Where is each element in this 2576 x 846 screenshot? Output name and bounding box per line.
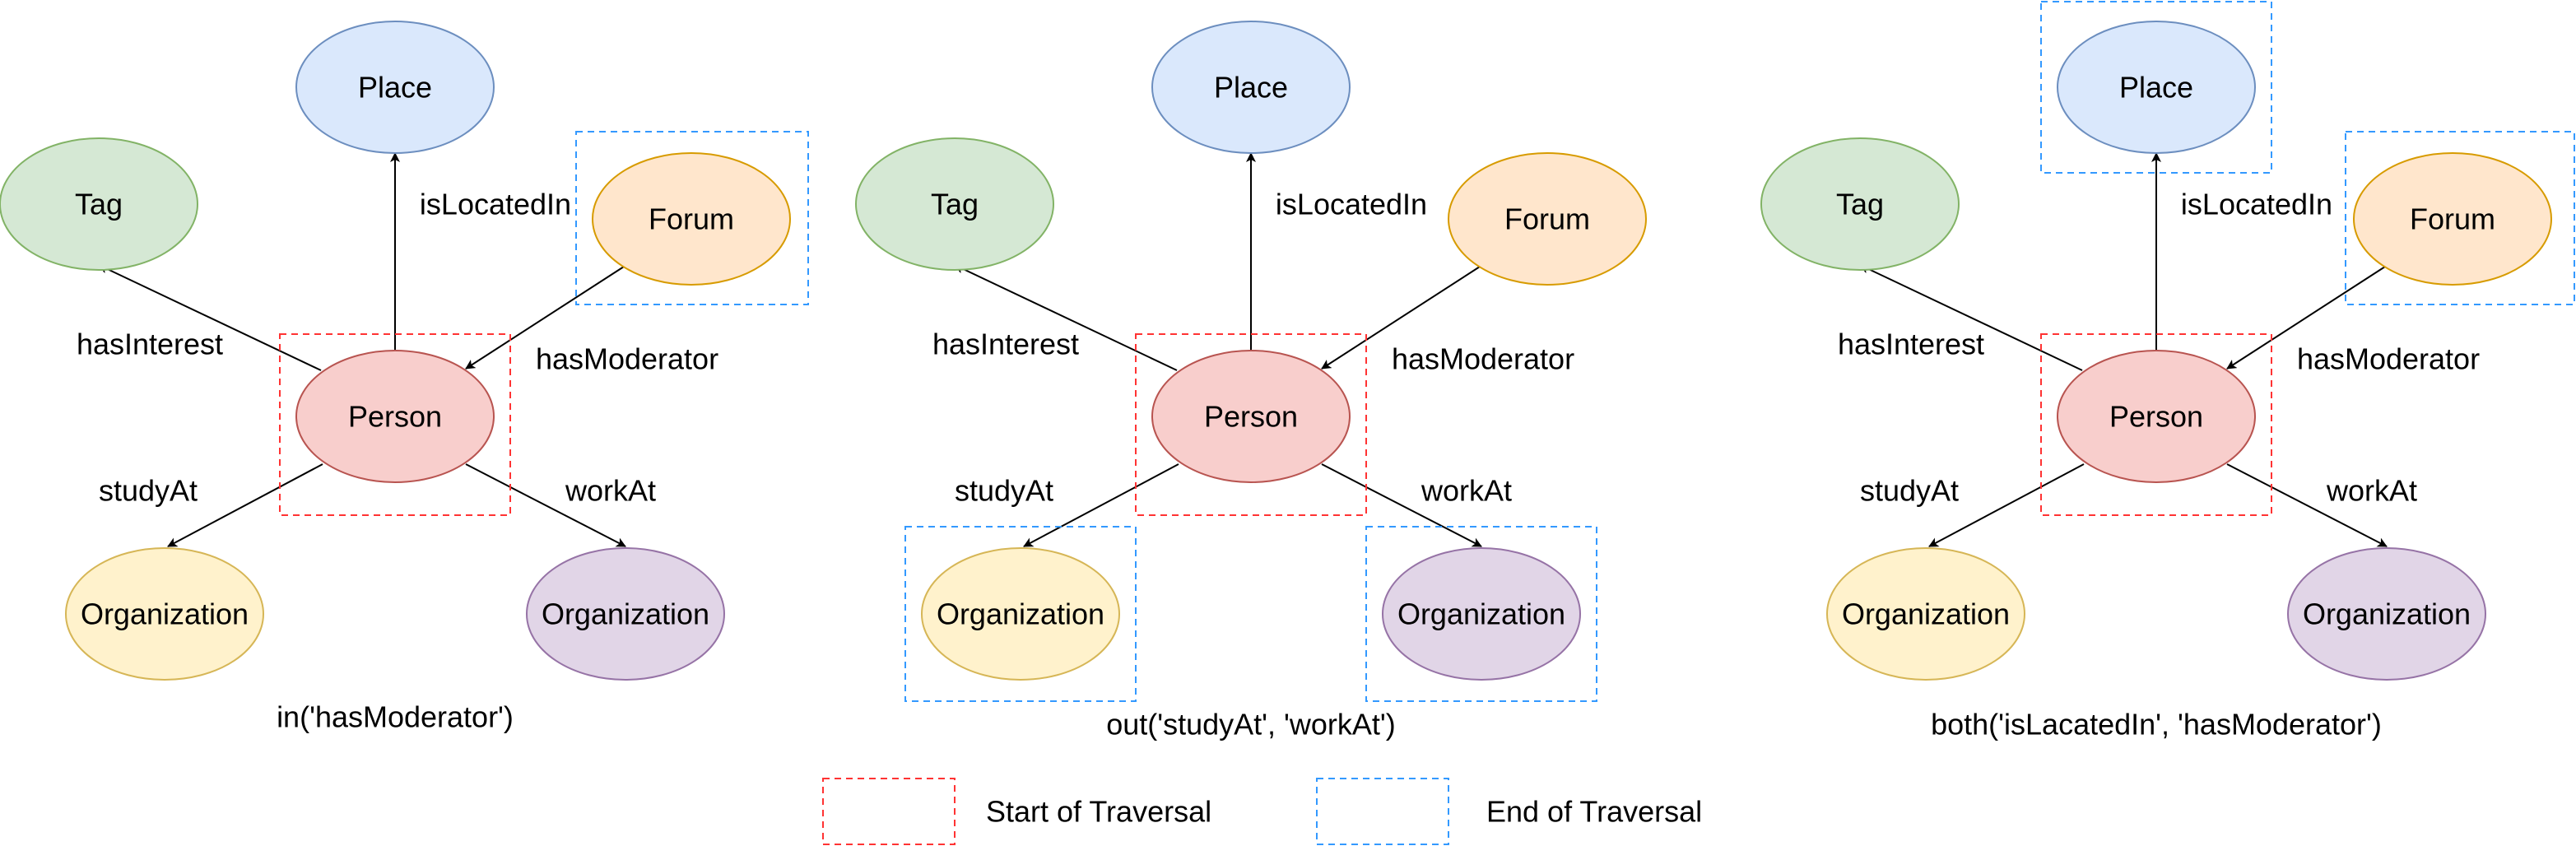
- edge-work-at: [465, 463, 626, 547]
- organization-study-label: Organization: [81, 597, 249, 631]
- has-moderator-label: hasModerator: [1392, 342, 1574, 376]
- panel-1-caption: in('hasModerator'): [277, 700, 514, 734]
- organization-study-label: Organization: [937, 597, 1104, 631]
- forum-label: Forum: [2410, 202, 2495, 236]
- edge-study-at: [1928, 463, 2085, 547]
- edge-study-at: [167, 463, 323, 547]
- forum-node: Forum: [592, 152, 791, 286]
- is-located-in-label: isLocatedIn: [1276, 188, 1427, 221]
- person-label: Person: [2109, 400, 2203, 434]
- panel-2: Tag Place Forum Person Organization Orga…: [855, 21, 1647, 741]
- forum-label: Forum: [649, 202, 734, 236]
- organization-study-label: Organization: [1842, 597, 2010, 631]
- tag-label: Tag: [1836, 188, 1884, 221]
- person-node: Person: [1151, 350, 1351, 483]
- place-label: Place: [358, 71, 432, 105]
- organization-work-label: Organization: [542, 597, 709, 631]
- edge-has-moderator: [465, 266, 625, 370]
- organization-work-label: Organization: [2303, 597, 2471, 631]
- work-at-label: workAt: [565, 474, 656, 508]
- legend-end-swatch: [1316, 778, 1449, 845]
- start-traversal-box: [279, 333, 511, 516]
- edge-has-interest: [954, 264, 1178, 371]
- panel-1: Tag Place Forum Person Organization Orga…: [0, 21, 809, 734]
- panel-3: Tag Place Forum Person Organization Orga…: [1760, 1, 2575, 741]
- edge-has-moderator: [1321, 266, 1481, 370]
- tag-node: Tag: [1760, 137, 1960, 271]
- is-located-in-label: isLocatedIn: [420, 188, 571, 221]
- tag-label: Tag: [75, 188, 123, 221]
- start-traversal-box: [1135, 333, 1367, 516]
- has-interest-label: hasInterest: [77, 328, 223, 361]
- forum-label: Forum: [1504, 202, 1590, 236]
- panel-3-caption: both('isLacatedIn', 'hasModerator'): [1931, 708, 2382, 741]
- place-node: Place: [295, 21, 495, 154]
- has-moderator-label: hasModerator: [536, 342, 718, 376]
- legend-end-label: End of Traversal: [1486, 795, 1702, 829]
- legend: Start of Traversal End of Traversal: [822, 778, 1702, 845]
- place-label: Place: [1214, 71, 1288, 105]
- study-at-label: studyAt: [99, 474, 198, 508]
- study-at-label: studyAt: [1860, 474, 1959, 508]
- person-node: Person: [2057, 350, 2256, 483]
- organization-work-node: Organization: [1382, 547, 1581, 681]
- start-traversal-box: [2040, 333, 2272, 516]
- organization-work-label: Organization: [1397, 597, 1565, 631]
- work-at-label: workAt: [2326, 474, 2417, 508]
- edge-study-at: [1023, 463, 1179, 547]
- end-traversal-box: [2040, 1, 2272, 174]
- has-moderator-label: hasModerator: [2297, 342, 2480, 376]
- end-traversal-box: [904, 526, 1137, 702]
- forum-node: Forum: [1448, 152, 1647, 286]
- place-node: Place: [1151, 21, 1351, 154]
- legend-start-label: Start of Traversal: [986, 795, 1211, 829]
- end-traversal-box: [2345, 131, 2575, 305]
- work-at-label: workAt: [1421, 474, 1512, 508]
- edge-work-at: [1321, 463, 1482, 547]
- legend-start-swatch: [822, 778, 956, 845]
- end-traversal-box: [1365, 526, 1597, 702]
- tag-node: Tag: [0, 137, 198, 271]
- organization-work-node: Organization: [526, 547, 725, 681]
- tag-label: Tag: [931, 188, 979, 221]
- organization-study-node: Organization: [921, 547, 1120, 681]
- edge-has-moderator: [2226, 266, 2386, 370]
- study-at-label: studyAt: [955, 474, 1053, 508]
- tag-node: Tag: [855, 137, 1054, 271]
- organization-study-node: Organization: [1826, 547, 2025, 681]
- edge-work-at: [2226, 463, 2388, 547]
- is-located-in-label: isLocatedIn: [2181, 188, 2332, 221]
- organization-work-node: Organization: [2287, 547, 2486, 681]
- place-label: Place: [2119, 71, 2193, 105]
- person-label: Person: [1204, 400, 1298, 434]
- person-label: Person: [348, 400, 442, 434]
- organization-study-node: Organization: [65, 547, 264, 681]
- forum-node: Forum: [2353, 152, 2552, 286]
- has-interest-label: hasInterest: [1838, 328, 1984, 361]
- panel-2-caption: out('studyAt', 'workAt'): [1106, 708, 1396, 741]
- edge-has-interest: [1859, 264, 2083, 371]
- place-node: Place: [2057, 21, 2256, 154]
- has-interest-label: hasInterest: [932, 328, 1079, 361]
- edge-has-interest: [98, 264, 322, 371]
- person-node: Person: [295, 350, 495, 483]
- end-traversal-box: [575, 131, 809, 305]
